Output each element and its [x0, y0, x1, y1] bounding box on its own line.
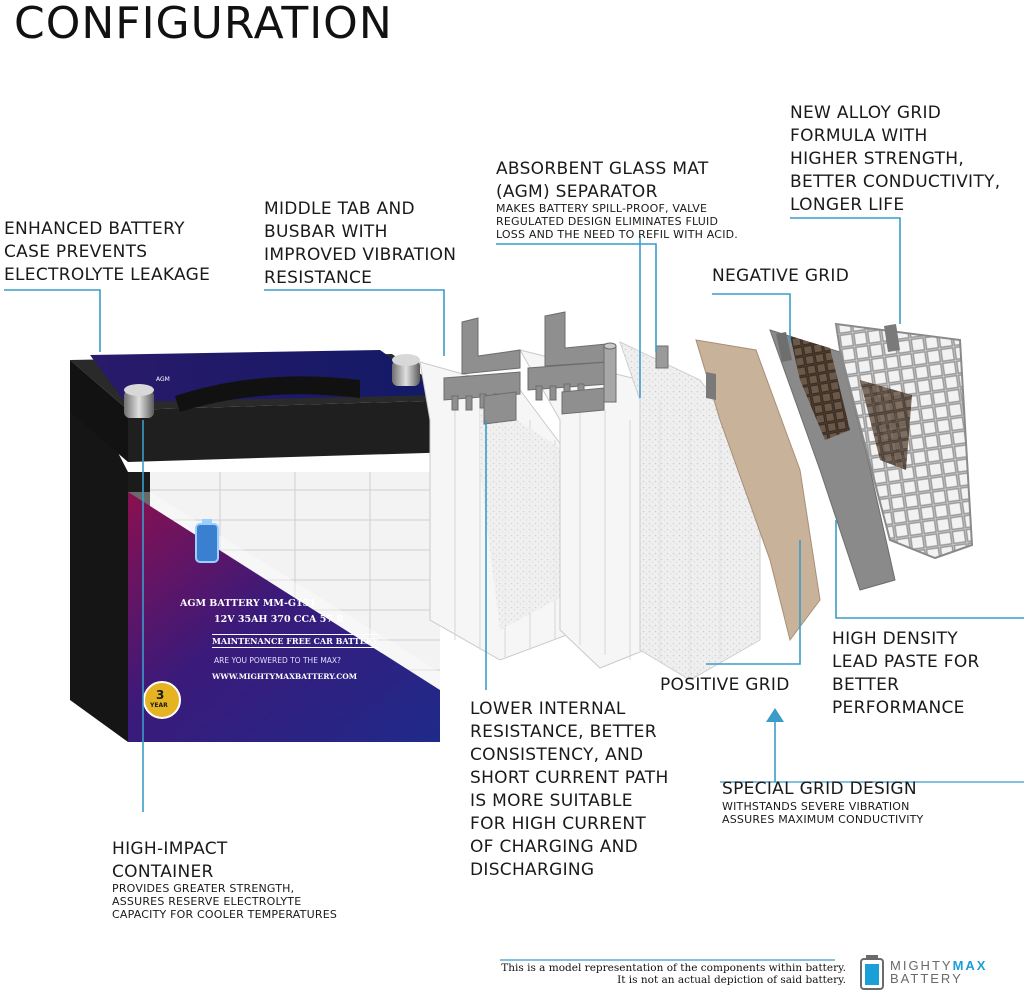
- callout-agm-desc: MAKES BATTERY SPILL-PROOF, VALVE REGULAT…: [496, 202, 739, 241]
- callout-container-desc: PROVIDES GREATER STRENGTH, ASSURES RESER…: [112, 882, 338, 921]
- battery-specs-text: 12V 35AH 370 CCA 57 R: [214, 614, 345, 625]
- alloy-grid-mesh: [834, 322, 974, 560]
- lid-agm-tag: AGM: [156, 376, 170, 383]
- callout-special-grid-desc: WITHSTANDS SEVERE VIBRATION ASSURES MAXI…: [722, 800, 924, 826]
- warranty-number: 3: [156, 688, 165, 702]
- callout-lead-paste: HIGH DENSITY LEAD PASTE FOR BETTER PERFO…: [832, 629, 980, 718]
- callout-alloy-grid: NEW ALLOY GRID FORMULA WITH HIGHER STREN…: [790, 103, 1001, 215]
- battery-slogan-text: ARE YOU POWERED TO THE MAX?: [214, 656, 342, 665]
- battery-website-text: WWW.MIGHTYMAXBATTERY.COM: [212, 672, 358, 681]
- callout-positive-grid: POSITIVE GRID: [660, 675, 790, 695]
- logo-max: MAX: [952, 958, 988, 973]
- callout-enhanced-case: ENHANCED BATTERY CASE PREVENTS ELECTROLY…: [4, 219, 211, 285]
- brand-logo: MIGHTYMAX BATTERY: [858, 954, 1008, 990]
- callout-low-resistance: LOWER INTERNAL RESISTANCE, BETTER CONSIS…: [470, 699, 669, 880]
- logo-battery: BATTERY: [890, 971, 963, 986]
- battery-model-text: AGM BATTERY MM-G151: [180, 598, 316, 609]
- callout-special-grid-title: SPECIAL GRID DESIGN: [722, 779, 917, 799]
- up-arrow-icon: [766, 708, 784, 722]
- callout-container-title: HIGH-IMPACT CONTAINER: [112, 839, 228, 882]
- battery-maintenance-text: MAINTENANCE FREE CAR BATTERY: [212, 634, 378, 648]
- busbar-tabs: [443, 311, 669, 425]
- positive-grid-plate: [695, 339, 821, 642]
- warranty-word: YEAR: [150, 702, 168, 709]
- battery-body: [70, 350, 458, 742]
- plate-stack-1: [419, 361, 581, 661]
- disclaimer-note: This is a model representation of the co…: [501, 962, 846, 986]
- callout-agm-title: ABSORBENT GLASS MAT (AGM) SEPARATOR: [496, 159, 709, 202]
- leader-lines: [4, 217, 1024, 961]
- page-title: CONFIGURATION: [14, 0, 393, 49]
- callout-middle-tab: MIDDLE TAB AND BUSBAR WITH IMPROVED VIBR…: [264, 199, 457, 288]
- battery-logo-icon: [860, 955, 884, 990]
- callout-negative-grid: NEGATIVE GRID: [712, 266, 850, 286]
- logo-mighty: MIGHTY: [890, 958, 953, 973]
